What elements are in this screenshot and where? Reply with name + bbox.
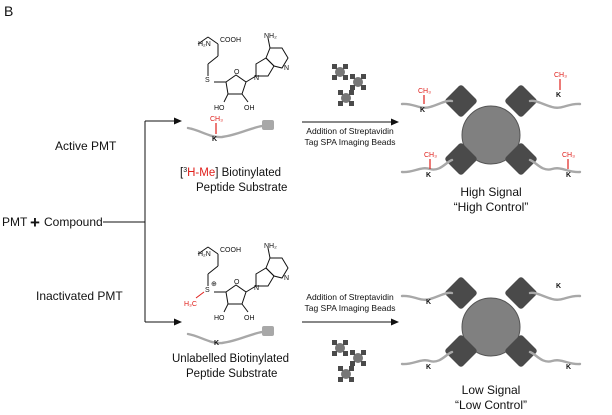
svg-text:O: O	[234, 69, 240, 76]
svg-text:H₂N: H₂N	[198, 41, 211, 48]
svg-text:H₂N: H₂N	[198, 251, 211, 258]
substrate-top-label-2: Peptide Substrate	[196, 182, 287, 194]
arrow-bottom-text-1: Addition of Streptavidin	[306, 292, 394, 302]
svg-text:CH₃: CH₃	[554, 72, 567, 79]
svg-text:CH₃: CH₃	[424, 152, 437, 159]
svg-text:S: S	[205, 77, 210, 84]
reagent-bead	[332, 340, 348, 356]
sam-structure-bottom: H₂N COOH S ⊕ H₃C O HO OH NH₂ N N	[184, 243, 289, 322]
svg-text:H₃C: H₃C	[184, 301, 197, 308]
arrow-top-text-2: Tag SPA Imaging Beads	[304, 137, 395, 147]
substrate-top-label-1: [3H-Me] Biotinylated	[180, 167, 281, 179]
svg-text:K: K	[426, 172, 431, 179]
substrate-bottom-label-1: Unlabelled Biotinylated	[172, 353, 289, 365]
plus-sign: +	[30, 213, 40, 232]
svg-text:S: S	[205, 287, 210, 294]
reagent-bead	[332, 64, 348, 80]
sam-structure-top: H₂N COOH S O HO OH NH₂ N N	[197, 33, 289, 112]
svg-text:OH: OH	[244, 315, 255, 322]
svg-text:NH₂: NH₂	[264, 33, 277, 40]
high-signal-label: High Signal	[460, 185, 521, 199]
svg-text:OH: OH	[244, 105, 255, 112]
svg-text:NH₂: NH₂	[264, 243, 277, 250]
svg-text:N: N	[284, 275, 289, 282]
unlabelled-peptide-bottom: K	[186, 326, 274, 347]
inactivated-pmt-label: Inactivated PMT	[36, 289, 123, 303]
compound-label: Compound	[44, 215, 103, 229]
reagent-bead	[350, 74, 366, 90]
svg-text:K: K	[566, 172, 571, 179]
svg-text:CH₃: CH₃	[418, 88, 431, 95]
low-signal-complex: K K K K	[400, 277, 582, 371]
branch-connector	[103, 117, 182, 326]
svg-text:K: K	[420, 107, 425, 114]
svg-text:N: N	[254, 75, 259, 82]
svg-text:K: K	[556, 283, 561, 290]
high-control-label: “High Control”	[454, 200, 529, 214]
low-control-label: “Low Control”	[455, 398, 527, 412]
svg-text:K: K	[212, 136, 217, 143]
arrow-top-text-1: Addition of Streptavidin	[306, 126, 394, 136]
svg-text:COOH: COOH	[220, 247, 241, 254]
streptavidin-beads-bottom	[332, 340, 366, 382]
svg-text:O: O	[234, 279, 240, 286]
svg-text:K: K	[426, 364, 431, 371]
substrate-bottom-label-2: Peptide Substrate	[186, 368, 277, 380]
high-signal-complex: CH₃ K CH₃ K CH₃ K CH₃ K	[400, 72, 582, 179]
reagent-bead	[338, 90, 354, 106]
low-signal-label: Low Signal	[462, 383, 521, 397]
streptavidin-beads-top	[332, 64, 366, 106]
svg-text:N: N	[284, 65, 289, 72]
svg-text:HO: HO	[214, 315, 225, 322]
methylated-peptide-top: CH₃ K	[186, 116, 274, 143]
active-pmt-label: Active PMT	[55, 139, 117, 153]
reagent-bead	[338, 366, 354, 382]
svg-text:K: K	[214, 340, 219, 347]
reagent-bead	[350, 350, 366, 366]
svg-text:COOH: COOH	[220, 37, 241, 44]
pmt-label: PMT	[2, 215, 28, 229]
svg-text:HO: HO	[214, 105, 225, 112]
svg-text:CH₃: CH₃	[562, 152, 575, 159]
svg-text:K: K	[426, 299, 431, 306]
arrow-bottom-text-2: Tag SPA Imaging Beads	[304, 303, 395, 313]
panel-letter: B	[4, 3, 13, 19]
svg-text:⊕: ⊕	[211, 281, 217, 288]
svg-text:N: N	[254, 285, 259, 292]
svg-text:CH₃: CH₃	[210, 116, 223, 123]
svg-text:K: K	[556, 92, 561, 99]
svg-text:K: K	[566, 364, 571, 371]
